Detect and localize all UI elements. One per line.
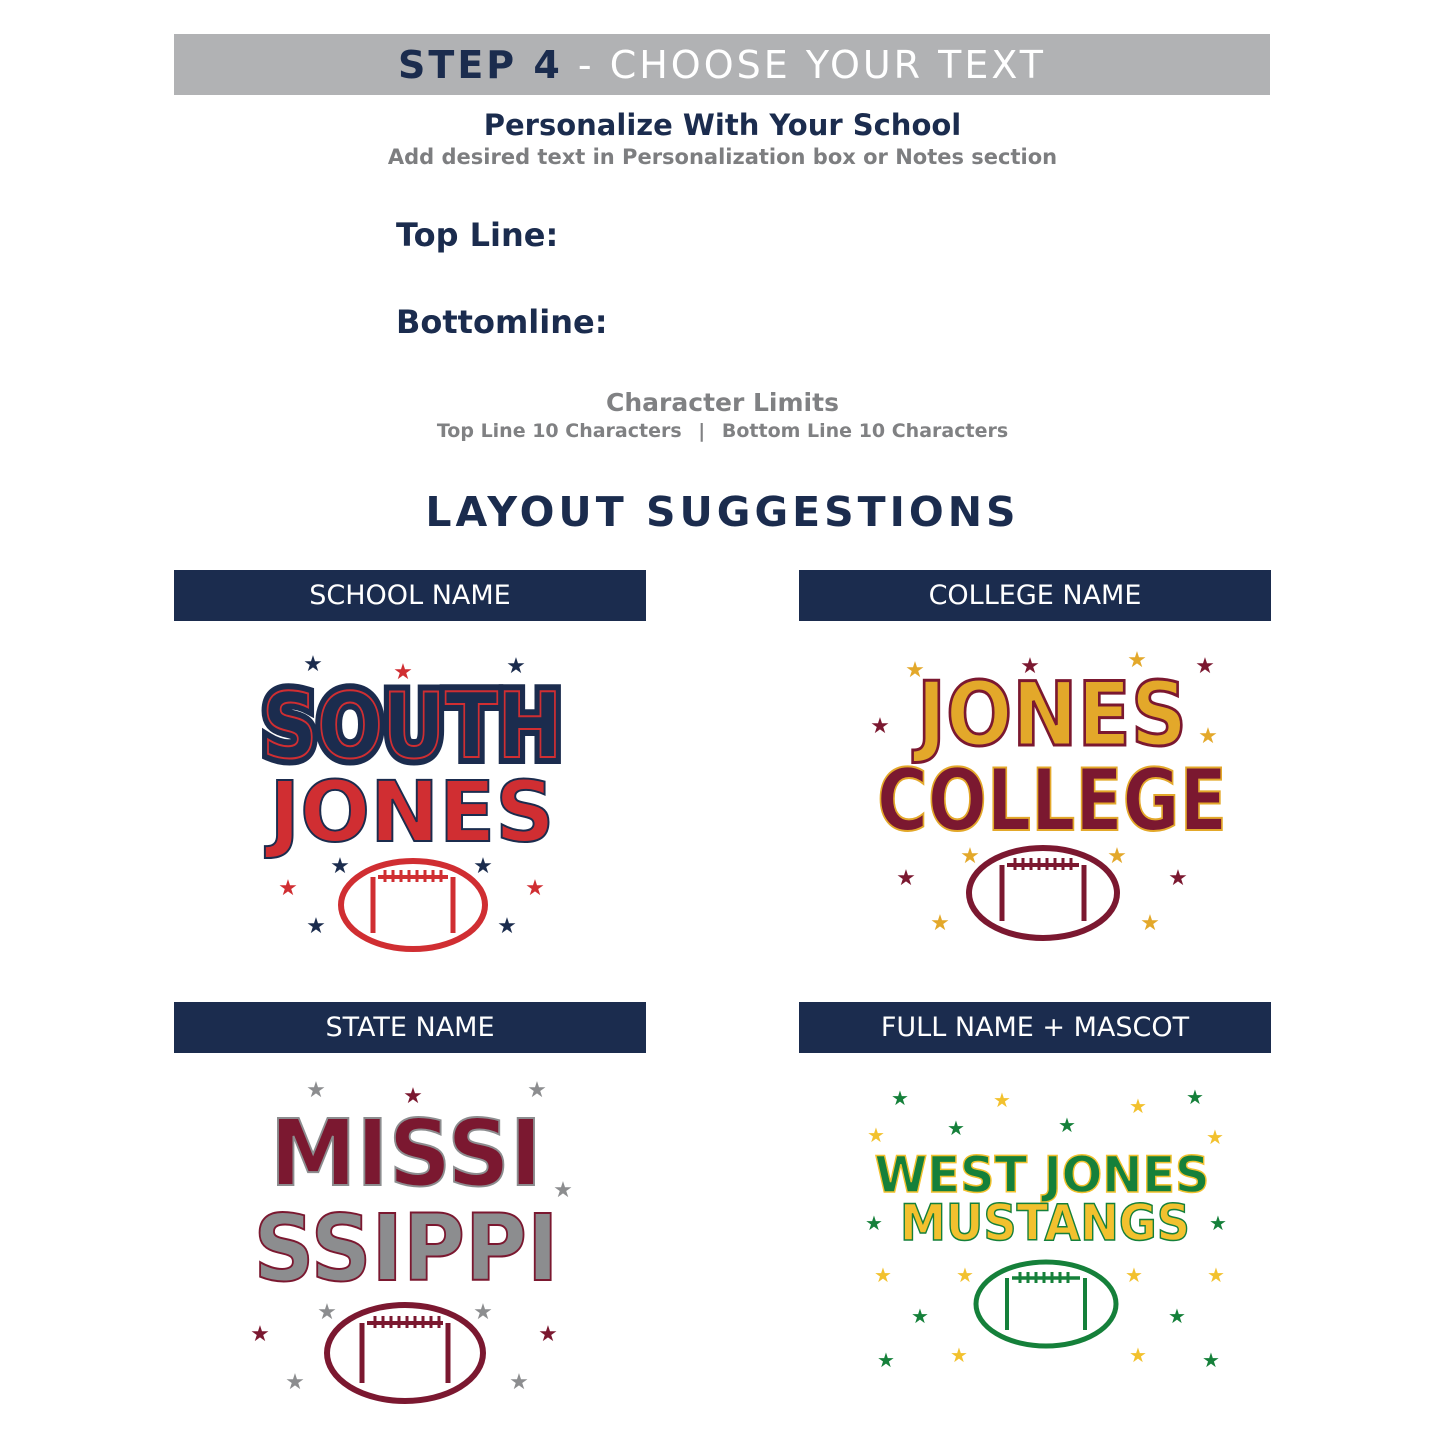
svg-text:★: ★ (306, 914, 326, 939)
svg-text:★: ★ (278, 876, 298, 901)
design-line2: JONES (265, 763, 555, 861)
svg-text:★: ★ (1206, 1125, 1224, 1149)
design-school-name: SOUTH SOUTH JONES ★ ★ ★ ★ ★ ★ ★ ★ ★ (240, 645, 580, 960)
svg-text:★: ★ (960, 844, 980, 869)
svg-text:★: ★ (930, 911, 950, 936)
svg-text:★: ★ (1209, 1211, 1227, 1235)
svg-text:★: ★ (993, 1088, 1011, 1112)
svg-text:★: ★ (1058, 1113, 1076, 1137)
step-title: CHOOSE YOUR TEXT (609, 42, 1046, 87)
bottom-line-limit: Bottom Line 10 Characters (721, 420, 1009, 442)
svg-text:★: ★ (1186, 1085, 1204, 1109)
design-full-name-mascot: WEST JONES MUSTANGS ★ ★ ★ ★ ★ ★ ★ ★ ★ ★ … (855, 1080, 1235, 1380)
panel-header-school-name: SCHOOL NAME (174, 570, 646, 621)
svg-text:★: ★ (1168, 1304, 1186, 1328)
svg-text:★: ★ (306, 1078, 326, 1103)
svg-text:★: ★ (865, 1211, 883, 1235)
svg-text:★: ★ (525, 876, 545, 901)
design-state-name: MISSI SSIPPI ★ ★ ★ ★ ★ ★ ★ ★ ★ ★ (235, 1075, 585, 1405)
layout-suggestions-heading: LAYOUT SUGGESTIONS (425, 488, 1020, 536)
character-limits-row: Top Line 10 Characters | Bottom Line 10 … (0, 420, 1445, 442)
svg-text:★: ★ (956, 1263, 974, 1287)
step-label: STEP 4 (398, 42, 563, 87)
star-icon: ★ ★ ★ ★ ★ ★ ★ ★ ★ ★ ★ ★ (870, 648, 1218, 936)
step-header-bar: STEP 4 - CHOOSE YOUR TEXT (174, 34, 1270, 95)
design-line2: SSIPPI (254, 1195, 559, 1302)
svg-text:★: ★ (877, 1348, 895, 1372)
top-line-limit: Top Line 10 Characters (436, 420, 682, 442)
limits-divider: | (698, 420, 706, 442)
svg-text:★: ★ (874, 1263, 892, 1287)
panel-header-state-name: STATE NAME (174, 1002, 646, 1053)
design-line2: MUSTANGS (900, 1194, 1190, 1252)
panel-header-full-name-mascot: FULL NAME + MASCOT (799, 1002, 1271, 1053)
svg-text:★: ★ (506, 654, 526, 679)
football-icon (973, 1259, 1119, 1349)
svg-text:★: ★ (1207, 1263, 1225, 1287)
design-line1: WEST JONES (875, 1146, 1210, 1204)
svg-text:★: ★ (1140, 911, 1160, 936)
svg-text:★: ★ (538, 1322, 558, 1347)
personalize-note: Add desired text in Personalization box … (387, 145, 1058, 169)
svg-text:★: ★ (497, 914, 517, 939)
svg-text:★: ★ (553, 1178, 573, 1203)
svg-text:★: ★ (393, 660, 413, 685)
svg-text:★: ★ (1195, 654, 1215, 679)
star-icon: ★ ★ ★ ★ ★ ★ ★ ★ ★ ★ (250, 1078, 573, 1395)
svg-text:★: ★ (905, 658, 925, 683)
svg-text:★: ★ (1125, 1263, 1143, 1287)
svg-text:★: ★ (1107, 844, 1127, 869)
top-line-label: Top Line: (396, 216, 559, 254)
design-line1: MISSI (270, 1100, 542, 1207)
star-icon: ★ ★ ★ ★ ★ ★ ★ ★ ★ ★ ★ ★ ★ ★ ★ ★ ★ ★ ★ ★ (865, 1085, 1227, 1372)
svg-text:★: ★ (250, 1322, 270, 1347)
design-line1-fill: SOUTH (262, 674, 562, 779)
design-college-name: JONES COLLEGE ★ ★ ★ ★ ★ ★ ★ ★ ★ ★ ★ ★ (860, 645, 1240, 945)
svg-text:★: ★ (403, 1084, 423, 1109)
football-icon (338, 858, 488, 952)
football-icon (324, 1302, 486, 1404)
svg-text:★: ★ (303, 652, 323, 677)
svg-text:★: ★ (527, 1078, 547, 1103)
svg-text:★: ★ (509, 1370, 529, 1395)
svg-text:★: ★ (896, 866, 916, 891)
character-limits-title: Character Limits (606, 388, 839, 417)
svg-text:★: ★ (950, 1343, 968, 1367)
svg-text:★: ★ (1020, 654, 1040, 679)
svg-text:★: ★ (1168, 866, 1188, 891)
panel-header-college-name: COLLEGE NAME (799, 570, 1271, 621)
svg-text:★: ★ (867, 1123, 885, 1147)
football-icon (966, 845, 1120, 941)
step-separator: - (562, 42, 610, 87)
svg-text:★: ★ (1129, 1343, 1147, 1367)
personalize-title: Personalize With Your School (483, 108, 962, 142)
svg-text:★: ★ (1129, 1094, 1147, 1118)
design-line1: JONES (913, 663, 1187, 766)
star-icon: ★ ★ ★ ★ ★ ★ ★ ★ ★ (278, 652, 545, 939)
svg-text:★: ★ (317, 1300, 337, 1325)
svg-text:★: ★ (1202, 1348, 1220, 1372)
svg-text:★: ★ (891, 1086, 909, 1110)
svg-text:★: ★ (870, 714, 890, 739)
bottom-line-label: Bottomline: (396, 303, 608, 341)
design-line2: COLLEGE (877, 751, 1227, 851)
svg-text:★: ★ (473, 1300, 493, 1325)
svg-text:★: ★ (330, 854, 350, 879)
svg-text:★: ★ (1198, 724, 1218, 749)
design-line1: SOUTH (262, 674, 562, 779)
svg-text:★: ★ (473, 854, 493, 879)
svg-text:★: ★ (1127, 648, 1147, 673)
svg-text:★: ★ (947, 1116, 965, 1140)
svg-text:★: ★ (285, 1370, 305, 1395)
svg-text:★: ★ (911, 1304, 929, 1328)
